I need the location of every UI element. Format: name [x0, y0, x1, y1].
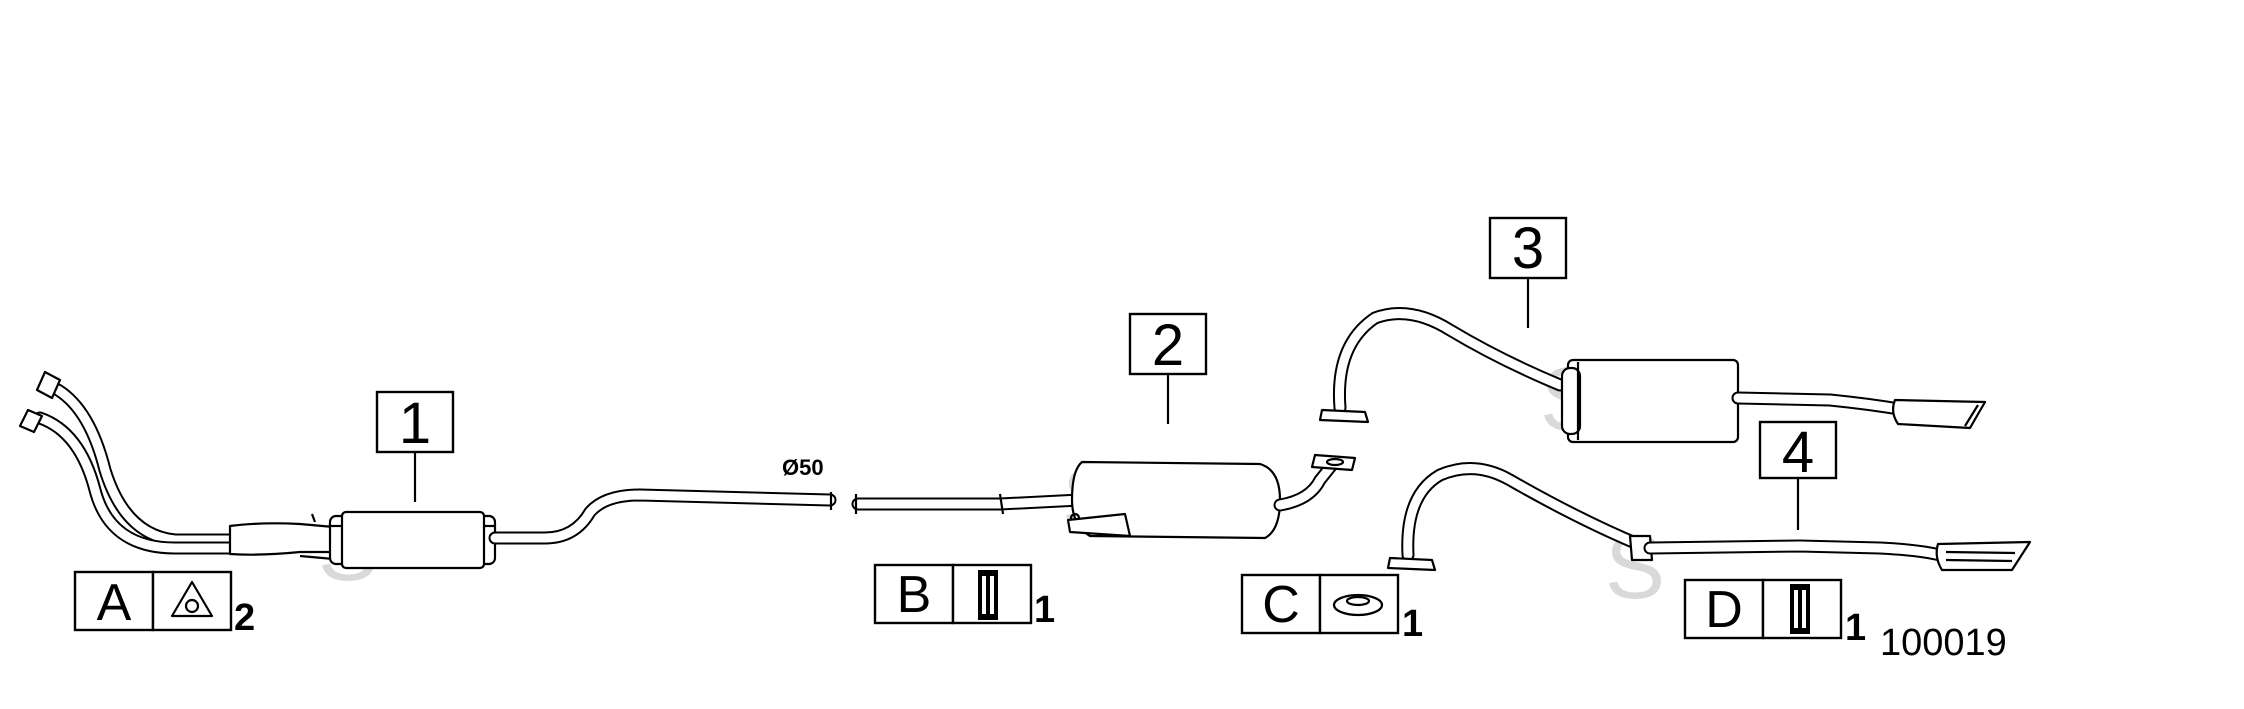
accessory-letter: A	[97, 574, 132, 632]
part-callout-1: 1	[375, 390, 455, 502]
part-number: 1	[399, 391, 431, 456]
part-number: 2	[1152, 313, 1184, 378]
clamp-icon	[978, 570, 998, 620]
diameter-label: Ø50	[782, 455, 824, 480]
part-callout-2: 2	[1128, 312, 1208, 424]
part-number: 4	[1782, 420, 1814, 485]
accessory-qty: 1	[1034, 589, 1055, 631]
rubber-ring-icon	[1332, 593, 1384, 617]
accessory-c: C 1	[1240, 573, 1423, 645]
part-4-rear-pipe	[1386, 462, 2032, 572]
accessory-letter: C	[1262, 576, 1300, 634]
accessory-letter: B	[897, 566, 932, 624]
part-callout-4: 4	[1758, 420, 1838, 530]
part-2-rear-muffler	[851, 453, 1357, 540]
accessory-qty: 1	[1845, 607, 1866, 649]
accessory-d: D 1	[1683, 578, 1866, 649]
accessory-b: B 1	[873, 563, 1055, 631]
part-3-rear-silencer	[1318, 307, 1987, 444]
accessory-qty: 1	[1402, 603, 1423, 645]
accessory-a: A 2	[73, 570, 255, 639]
clamp-icon	[1790, 584, 1810, 634]
part-callout-3: 3	[1488, 216, 1568, 328]
accessory-letter: D	[1705, 581, 1743, 639]
part-1-front-pipe	[18, 370, 837, 570]
part-number: 3	[1512, 216, 1544, 281]
accessory-qty: 2	[234, 597, 255, 639]
flange-gasket-icon	[170, 580, 214, 618]
reference-number: 100019	[1880, 622, 2007, 664]
